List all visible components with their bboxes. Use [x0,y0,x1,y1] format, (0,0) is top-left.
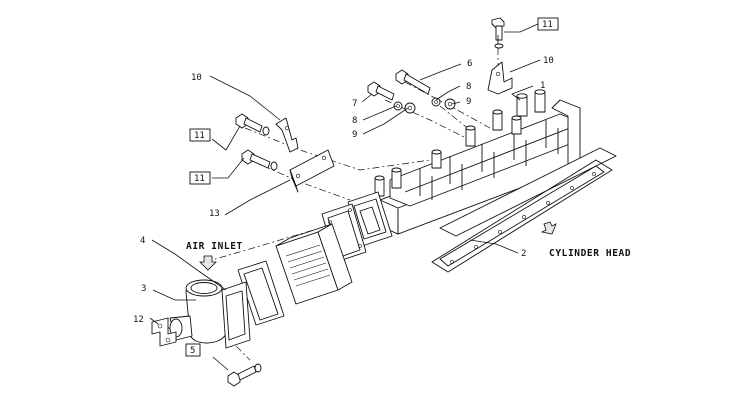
bracket-12 [151,317,177,347]
bolt-11-top-right [491,17,505,49]
callout-9-left: 9 [352,130,357,140]
bracket-10-left [275,117,299,153]
cover-plate-13 [289,149,335,193]
intake-manifold [347,89,581,247]
air-inlet-label: AIR INLET [186,241,243,252]
bolt-5 [227,363,262,387]
callout-11-upper: 11 [194,131,205,141]
callout-10-right: 10 [543,56,554,66]
callout-5: 5 [190,346,195,356]
callout-3: 3 [141,284,146,294]
gasket-holes [450,172,596,264]
callout-labels: 1 2 3 4 5 6 7 8 8 9 9 10 10 11 11 11 12 … [133,17,559,357]
callout-7: 7 [352,99,357,109]
callout-2: 2 [521,249,526,259]
bolt-7 [367,81,395,101]
callout-8-right: 8 [466,82,471,92]
callout-11-lower-box [189,171,211,185]
air-inlet-arrow [199,255,217,271]
leader-lines [149,35,541,371]
callout-11-lower: 11 [194,174,205,184]
cylinder-head-arrow [540,221,557,235]
callout-13: 13 [209,209,220,219]
heater-fins [285,244,331,287]
callout-12: 12 [133,315,144,325]
bolt-11-lower [241,149,278,171]
callout-5-box [185,343,201,357]
cylinder-head-label: CYLINDER HEAD [549,248,631,259]
callout-11-top: 11 [542,20,553,30]
callout-11-upper-box [189,128,211,142]
callout-10-left: 10 [191,73,202,83]
elbow-gasket [237,260,285,326]
inlet-elbow [169,279,251,349]
callout-6: 6 [467,59,472,69]
washers-8-9 [393,97,456,114]
manifold-gasket [431,147,617,273]
heater-block [275,223,353,305]
manifold-bosses [374,89,546,197]
bolt-6 [395,69,431,95]
callout-9-right: 9 [466,97,471,107]
bolt-11-upper [235,113,270,136]
callout-4: 4 [140,236,145,246]
callout-8-left: 8 [352,116,357,126]
callout-1: 1 [540,81,545,91]
bracket-10-right [487,61,513,95]
